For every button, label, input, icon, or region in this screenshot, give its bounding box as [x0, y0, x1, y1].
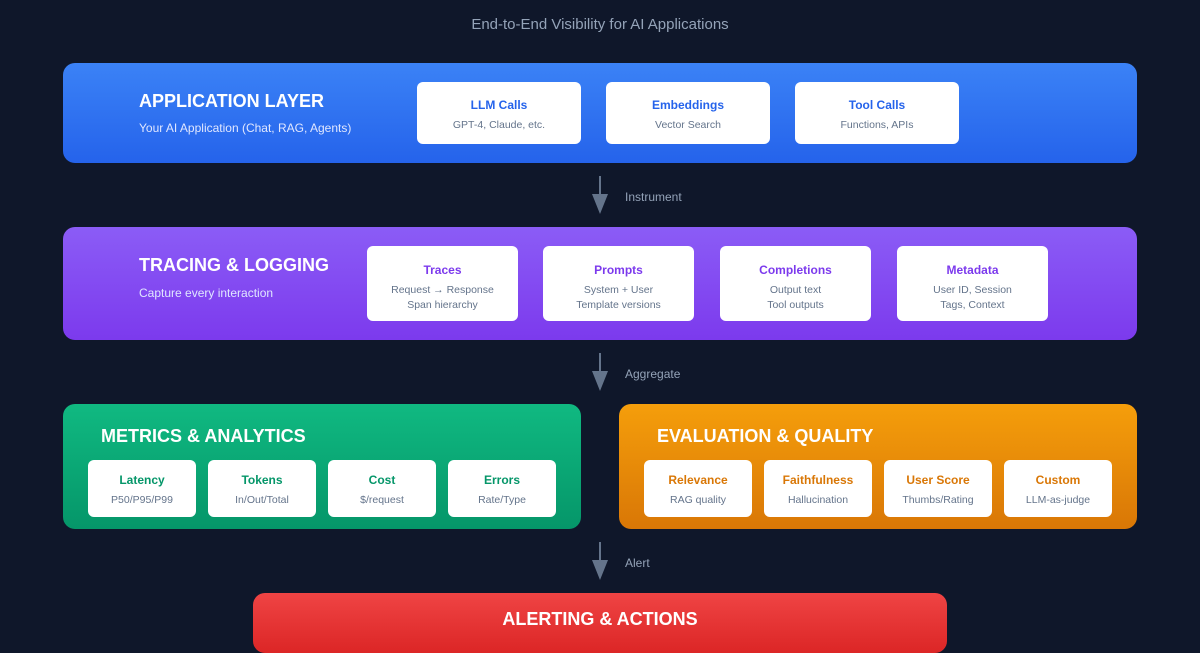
card-title: Relevance [668, 473, 728, 487]
card-detail: RAG quality [669, 494, 727, 506]
card-title: Prompts [594, 263, 643, 277]
card-detail: Span hierarchy [407, 299, 478, 311]
card-detail: Hallucination [787, 494, 849, 506]
card-title: Custom [1035, 473, 1081, 487]
layer-desc: Your AI Application (Chat, RAG, Agents) [139, 121, 352, 135]
arrow-label: Alert [625, 556, 650, 570]
layer-title: ALERTING & ACTIONS [502, 609, 698, 629]
arrow-label: Instrument [625, 190, 682, 204]
subtitle: End-to-End Visibility for AI Application… [471, 16, 729, 33]
card-title: Completions [759, 263, 832, 277]
application-layer: APPLICATION LAYER Your AI Application (C… [63, 63, 1137, 163]
card-title: Latency [119, 473, 165, 487]
layer-title: APPLICATION LAYER [139, 91, 325, 111]
card-title: Errors [483, 473, 521, 487]
layer-title: EVALUATION & QUALITY [657, 426, 874, 446]
metrics-card: Cost $/request [328, 460, 436, 517]
card-title: Metadata [946, 263, 999, 277]
card-detail: Request → Response [391, 284, 494, 296]
card-detail: Tags, Context [940, 299, 1005, 311]
card-title: Tool Calls [848, 98, 906, 112]
layer-title: METRICS & ANALYTICS [101, 426, 306, 446]
card-detail: Template versions [576, 299, 661, 311]
arrow-label: Aggregate [625, 367, 681, 381]
card-title: Embeddings [651, 98, 724, 112]
card-detail: Output text [769, 284, 822, 296]
card-title: User Score [906, 473, 970, 487]
card-detail: Rate/Type [478, 494, 526, 506]
card-detail: User ID, Session [933, 284, 1012, 296]
card-detail: GPT-4, Claude, etc. [452, 119, 546, 131]
card-detail: P50/P95/P99 [111, 494, 173, 506]
alerting-layer: ALERTING & ACTIONS [253, 593, 947, 653]
card-detail: Vector Search [655, 119, 721, 131]
card-title: LLM Calls [470, 98, 528, 112]
card-detail: System + User [583, 284, 654, 296]
card-title: Tokens [241, 473, 283, 487]
card-detail: In/Out/Total [235, 494, 289, 506]
card-title: Faithfulness [782, 473, 854, 487]
card-detail: Thumbs/Rating [902, 494, 974, 506]
card-detail: Functions, APIs [840, 119, 914, 131]
card-title: Cost [368, 473, 396, 487]
layer-desc: Capture every interaction [139, 286, 274, 300]
card-detail: LLM-as-judge [1025, 494, 1091, 506]
card-detail: $/request [360, 494, 404, 506]
card-detail: Tool outputs [767, 299, 824, 311]
layer-title: TRACING & LOGGING [139, 255, 329, 275]
card-title: Traces [423, 263, 462, 277]
